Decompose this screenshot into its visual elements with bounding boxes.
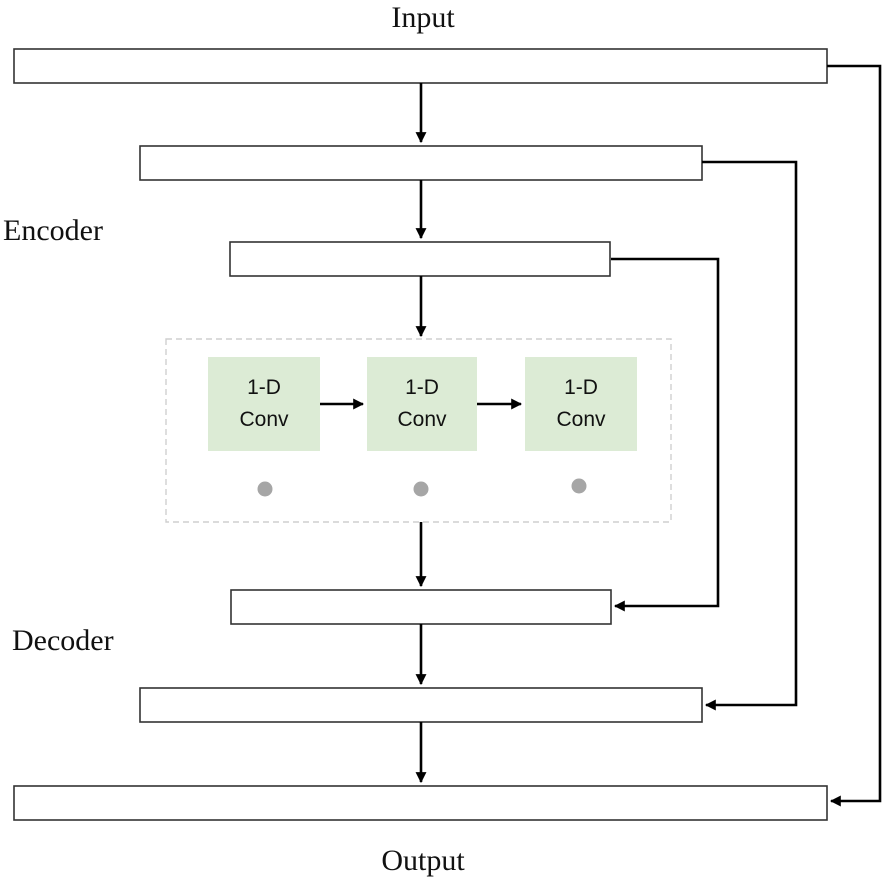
conv-box (367, 357, 477, 451)
conv-box (525, 357, 637, 451)
continuation-dot (571, 478, 587, 494)
conv-line1: 1-D (405, 376, 439, 399)
output-layer-bar (13, 785, 828, 821)
continuation-dot (257, 481, 273, 497)
input-label: Input (391, 1, 455, 34)
conv-line2: Conv (556, 408, 606, 431)
encoder-layer-1-bar (139, 145, 703, 181)
output-label: Output (381, 844, 465, 877)
decoder-layer-2-bar (139, 687, 703, 723)
conv-block-2: 1-D Conv (367, 357, 477, 451)
conv-block-1: 1-D Conv (208, 357, 320, 451)
continuation-dot (413, 481, 429, 497)
input-layer-bar (13, 48, 828, 84)
skip-connection-enc2-to-dec1 (611, 257, 720, 612)
encoder-label: Encoder (3, 214, 103, 247)
skip-connection-enc1-to-dec2 (702, 160, 798, 711)
decoder-label: Decoder (12, 624, 114, 657)
conv-line2: Conv (397, 408, 447, 431)
conv-line2: Conv (239, 408, 289, 431)
conv-line1: 1-D (564, 376, 598, 399)
decoder-layer-1-bar (230, 589, 612, 625)
conv-group-border (165, 338, 672, 523)
conv-block-3: 1-D Conv (525, 357, 637, 451)
conv-line1: 1-D (247, 376, 281, 399)
encoder-layer-2-bar (229, 241, 611, 277)
conv-box (208, 357, 320, 451)
skip-connection-input-to-output (827, 64, 882, 807)
